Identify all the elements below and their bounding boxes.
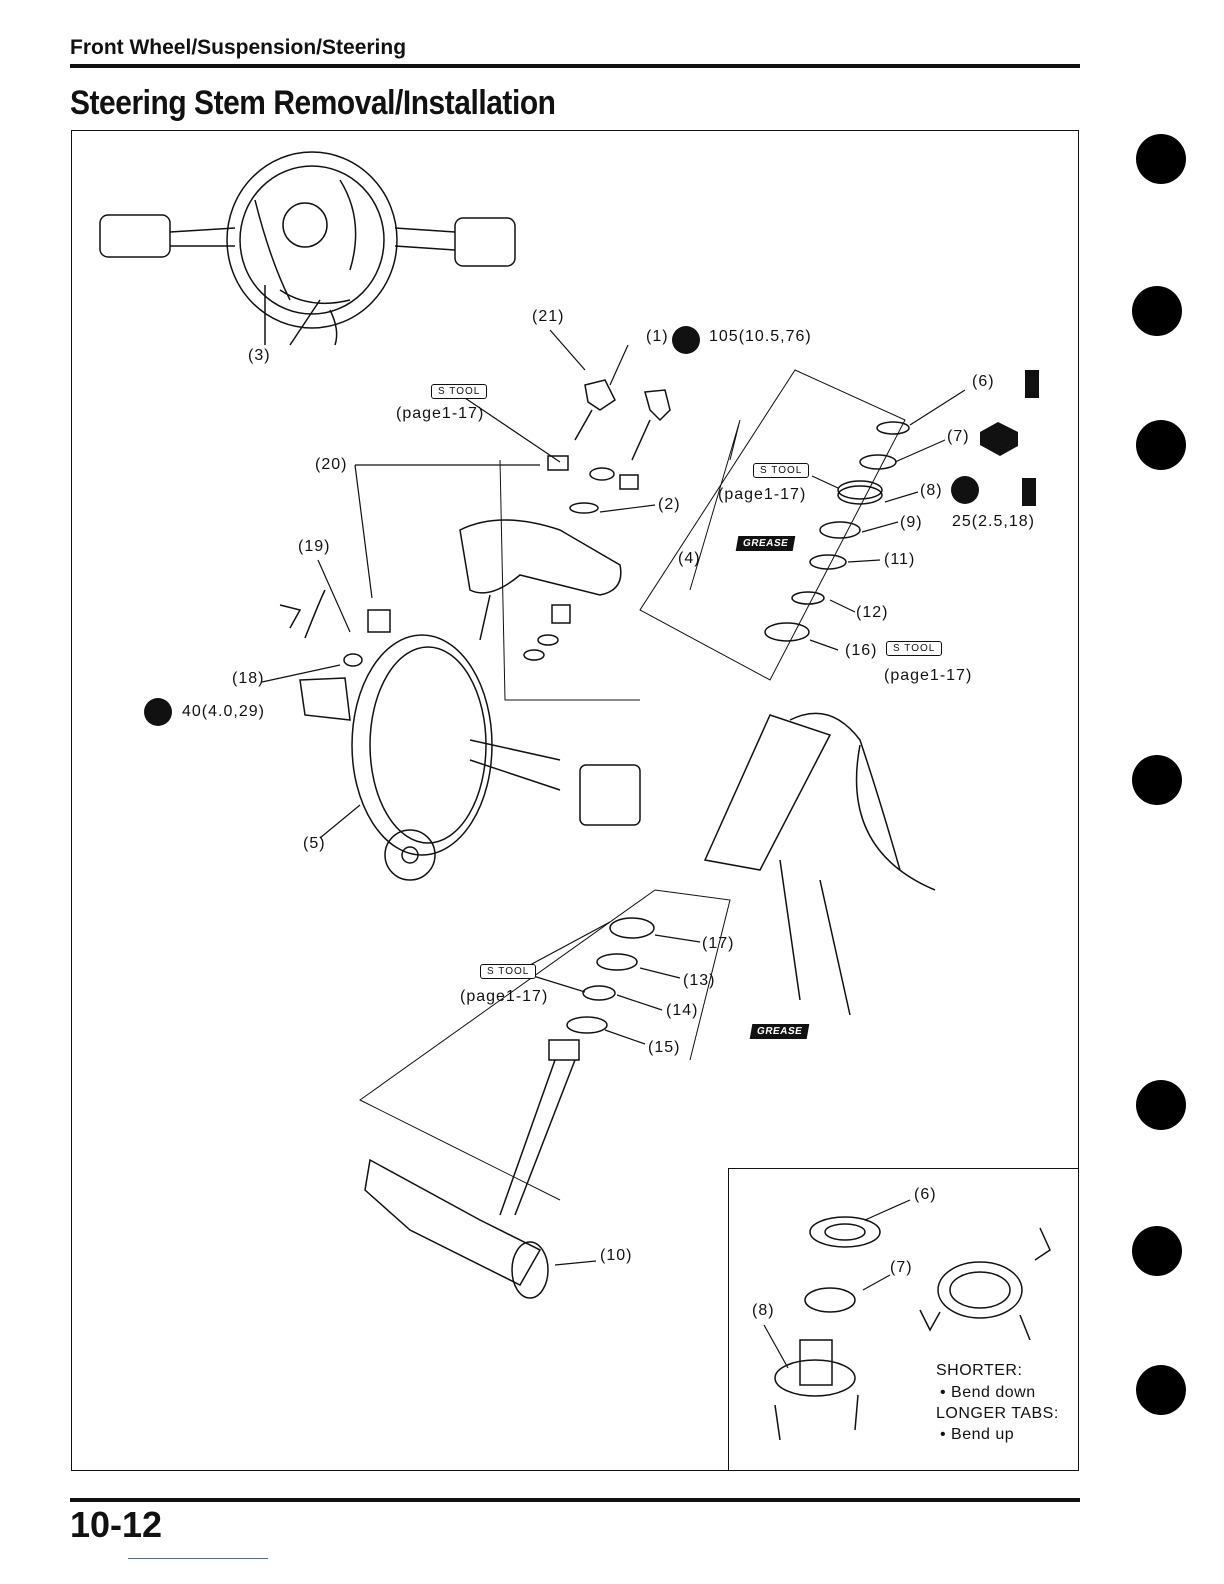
- inset-note-line-3: LONGER TABS:: [936, 1405, 1059, 1422]
- special-tool-badge: S TOOL: [753, 463, 810, 478]
- binder-hole: [1136, 1365, 1186, 1415]
- callout-12: (12): [856, 604, 889, 621]
- top-bridge: [459, 379, 671, 701]
- inset-callout-7: (7): [890, 1259, 913, 1276]
- callout-7: (7): [947, 428, 970, 445]
- new-part-icon: [980, 422, 1018, 456]
- callout-15: (15): [648, 1039, 681, 1056]
- torque-wrench-icon: [144, 326, 979, 726]
- callout-14: (14): [666, 1002, 699, 1019]
- callout-3: (3): [248, 347, 271, 364]
- callout-11: (11): [884, 551, 916, 568]
- callout-10: (10): [600, 1247, 633, 1264]
- upper-bearing-box: [639, 369, 910, 681]
- inset-note-line-4: • Bend up: [940, 1426, 1015, 1443]
- callout-5: (5): [303, 835, 326, 852]
- grease-icon: GREASE: [735, 536, 796, 551]
- grease-icon: GREASE: [749, 1024, 810, 1039]
- callout-20: (20): [315, 456, 348, 473]
- oil-can-icon: [1022, 370, 1039, 506]
- callout-9: (9): [900, 514, 923, 531]
- callout-18: (18): [232, 670, 265, 687]
- link-underline: [128, 1558, 268, 1559]
- inset-callout-6: (6): [914, 1186, 937, 1203]
- binder-hole: [1136, 134, 1186, 184]
- callout-16: (16): [845, 642, 878, 659]
- tool-page-ref: (page1-17): [884, 667, 973, 684]
- binder-hole: [1132, 755, 1182, 805]
- binder-hole: [1136, 420, 1186, 470]
- tool-page-ref: (page1-17): [396, 405, 485, 422]
- callout-2: (2): [658, 496, 681, 513]
- header-rule: [70, 64, 1080, 68]
- section-header: Front Wheel/Suspension/Steering: [70, 36, 407, 59]
- diagram-frame: [71, 130, 1079, 1471]
- torque-spec-8: 25(2.5,18): [952, 513, 1035, 530]
- inset-note-line-1: SHORTER:: [936, 1362, 1023, 1379]
- tool-page-ref: (page1-17): [718, 486, 807, 503]
- callout-1: (1): [646, 328, 669, 345]
- frame-head-pipe: [703, 712, 936, 1016]
- callout-13: (13): [683, 972, 716, 989]
- binder-hole: [1132, 1226, 1182, 1276]
- headlight-case: [279, 589, 641, 881]
- lower-bearing-box: [359, 889, 731, 1201]
- footer-rule: [70, 1498, 1080, 1502]
- inset-detail-box: [728, 1168, 1079, 1471]
- binder-hole: [1132, 286, 1182, 336]
- page-title: Steering Stem Removal/Installation: [70, 84, 556, 122]
- special-tool-badge: S TOOL: [431, 384, 488, 399]
- inset-locknut-detail: [763, 1199, 1051, 1441]
- callout-17: (17): [702, 935, 735, 952]
- callout-6: (6): [972, 373, 995, 390]
- torque-spec-1: 105(10.5,76): [709, 328, 812, 345]
- special-tool-badge: S TOOL: [480, 964, 537, 979]
- handlebar-top-view: [99, 151, 516, 346]
- torque-spec-18: 40(4.0,29): [182, 703, 265, 720]
- inset-callout-8: (8): [752, 1302, 775, 1319]
- page-number: 10-12: [70, 1504, 163, 1545]
- callout-4: (4): [678, 550, 701, 567]
- binder-hole: [1136, 1080, 1186, 1130]
- callout-19: (19): [298, 538, 331, 555]
- special-tool-badge: S TOOL: [886, 641, 943, 656]
- callout-21: (21): [532, 308, 565, 325]
- steering-stem: [364, 1039, 580, 1299]
- callout-8: (8): [920, 482, 943, 499]
- tool-page-ref: (page1-17): [460, 988, 549, 1005]
- leader-lines: [261, 329, 966, 1266]
- inset-note-line-2: • Bend down: [940, 1384, 1036, 1401]
